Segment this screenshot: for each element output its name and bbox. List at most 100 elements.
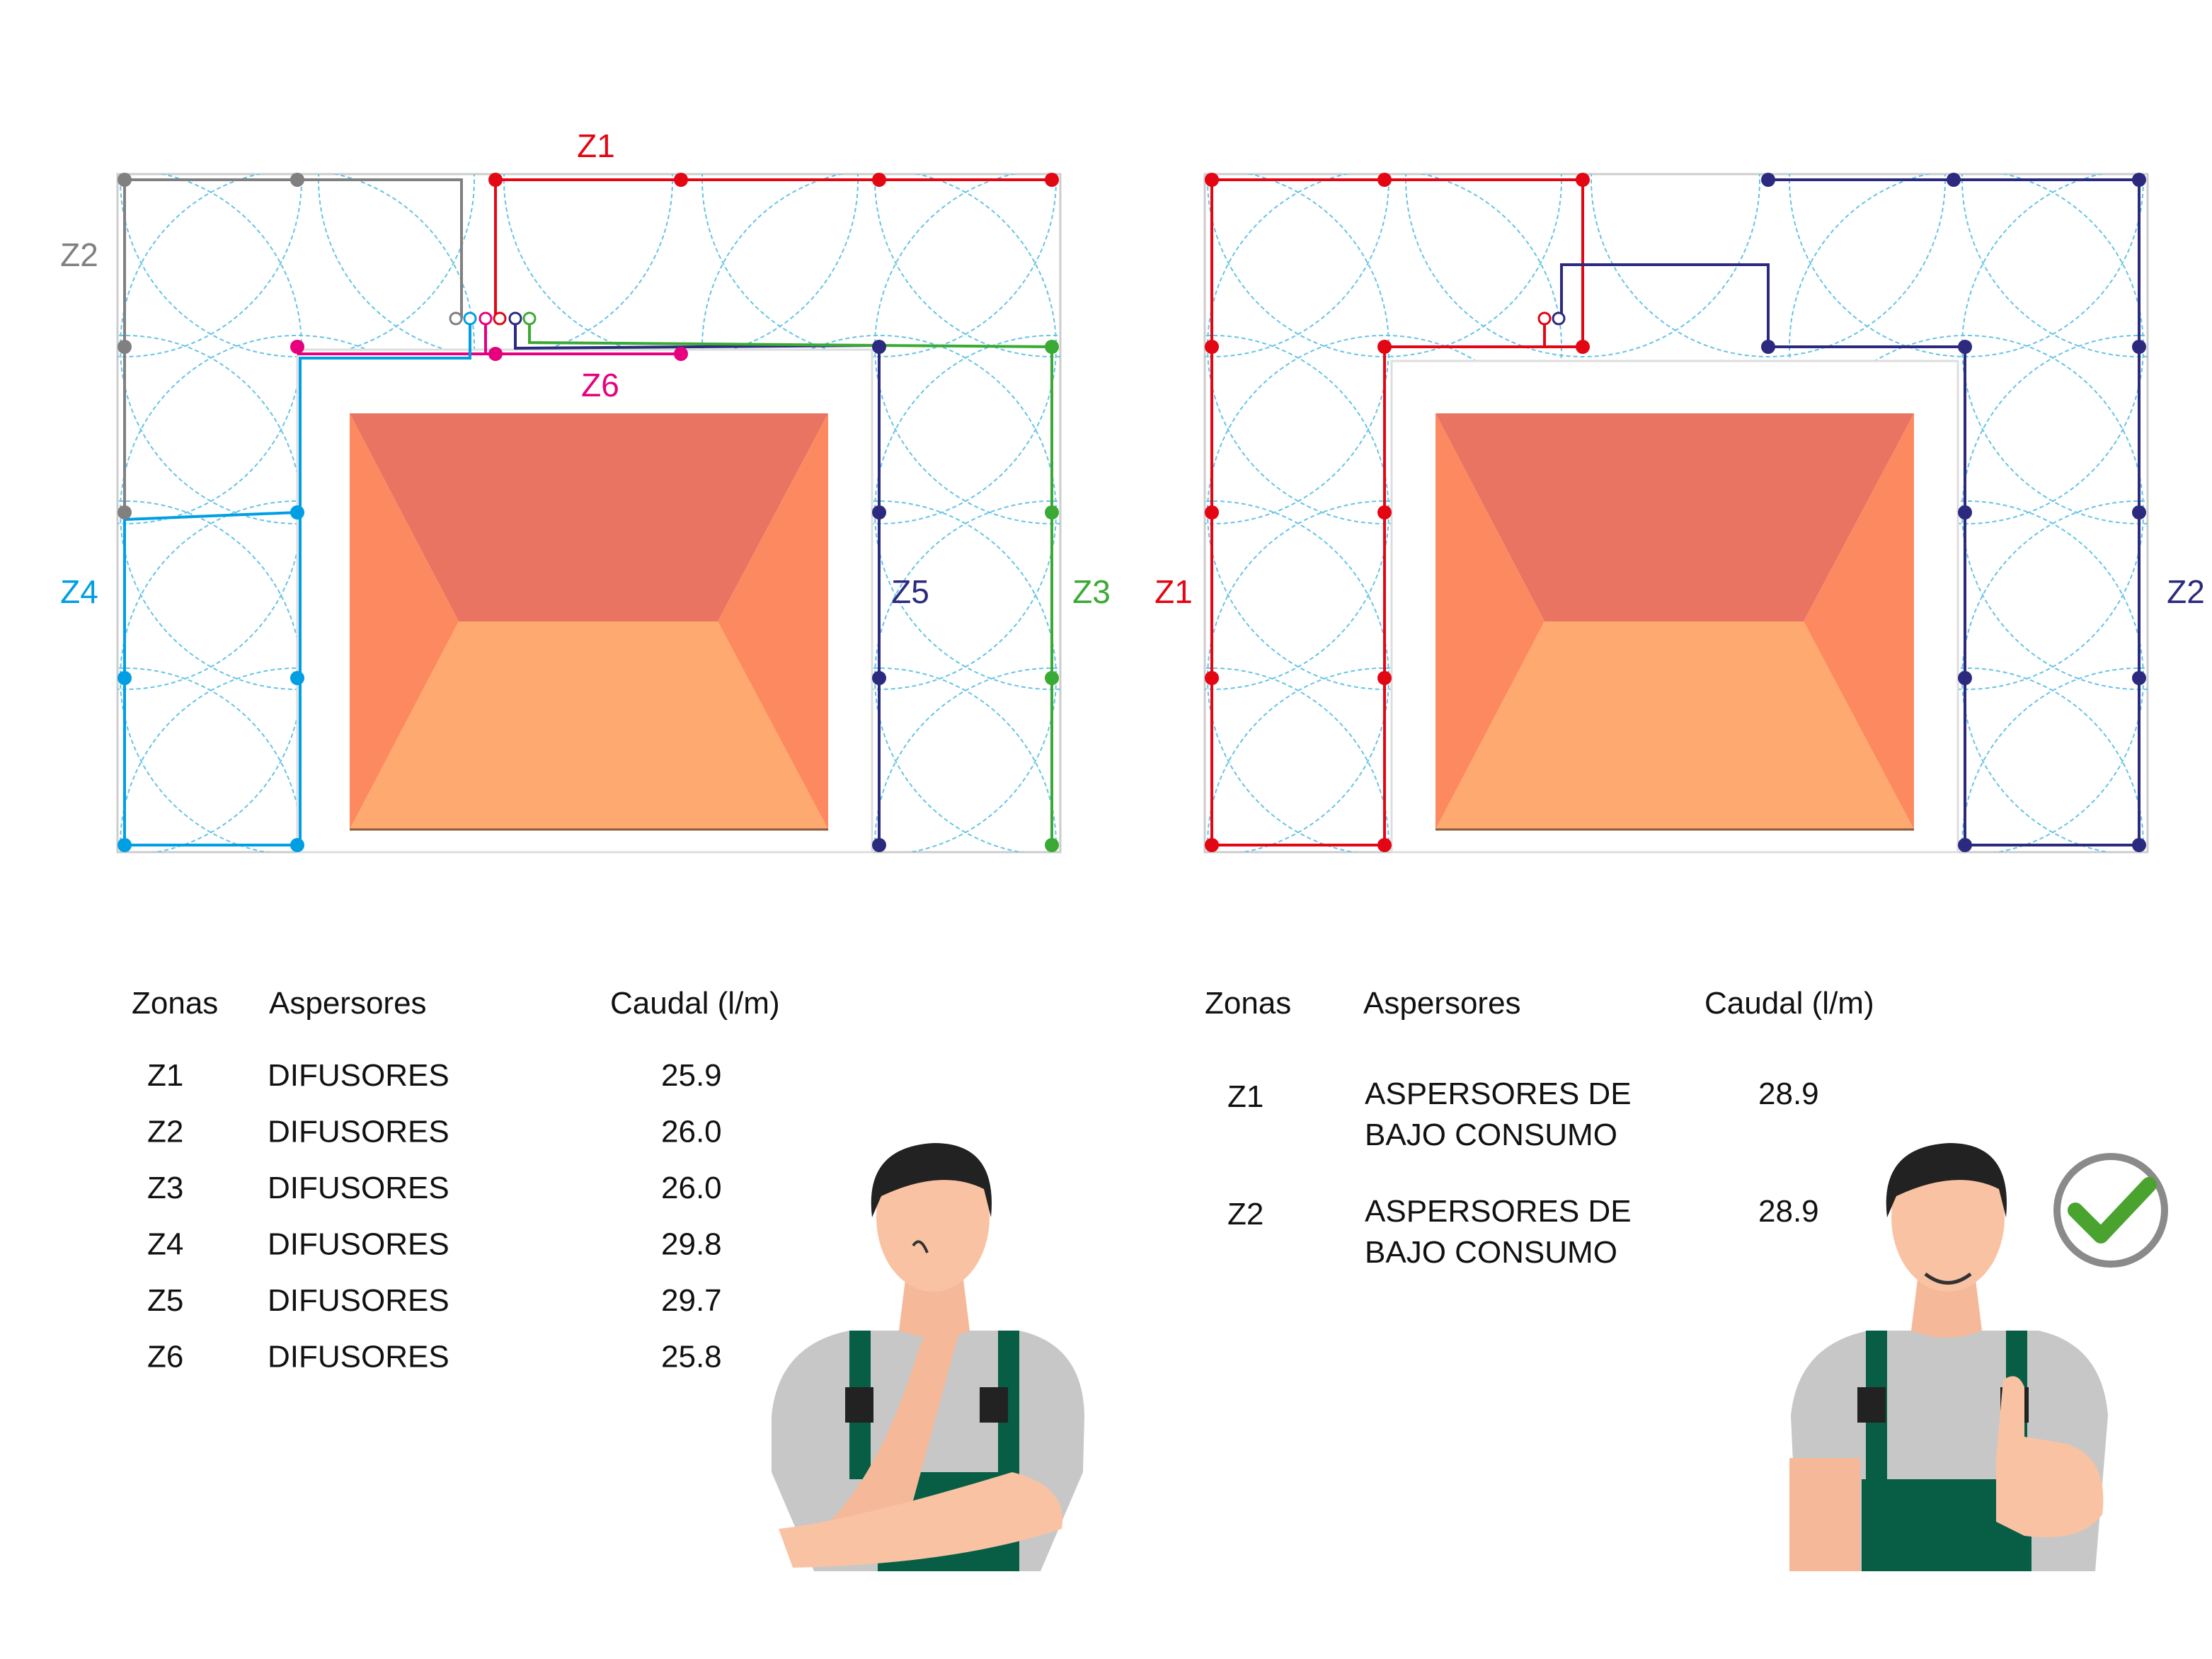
zone-z5-pipe <box>514 318 881 845</box>
thinking-worker-illustration <box>772 1143 1084 1571</box>
header-sprinklers: Aspersores <box>269 986 427 1021</box>
sprinkler-z2 <box>118 173 132 187</box>
row-zone: Z4 <box>147 1227 183 1262</box>
row-zone: Z2 <box>1227 1197 1263 1232</box>
row-type: DIFUSORES <box>268 1115 449 1149</box>
sprinkler-z4 <box>118 671 132 685</box>
sprinkler-z5 <box>2132 505 2146 519</box>
sprinkler-z2 <box>290 173 304 187</box>
sprinkler-z5 <box>2132 340 2146 354</box>
plan-left: Z1 Z2 Z6 Z4 Z5 Z3 <box>60 127 1111 854</box>
sprinkler-z5 <box>1958 505 1972 519</box>
check-circle-icon <box>2053 1153 2168 1268</box>
table-row: Z2 ASPERSORES DE BAJO CONSUMO 28.9 <box>1227 1194 1819 1270</box>
sprinkler-z1 <box>1377 838 1392 852</box>
row-type-line1: ASPERSORES DE <box>1365 1194 1632 1229</box>
row-flow: 29.8 <box>661 1227 722 1262</box>
sprinkler-z1 <box>1377 505 1392 519</box>
row-type: DIFUSORES <box>268 1340 449 1374</box>
sprinkler-z5 <box>1761 340 1775 354</box>
row-flow: 28.9 <box>1758 1194 1819 1229</box>
sprinkler-z1 <box>1377 173 1392 187</box>
sprinkler-z5 <box>2132 173 2146 187</box>
row-flow: 25.8 <box>661 1340 722 1374</box>
header-flow: Caudal (l/m) <box>1704 986 1874 1021</box>
valve-manifold <box>1537 311 1566 326</box>
sprinkler-z3 <box>1045 671 1059 685</box>
sprinkler-z5 <box>872 505 886 519</box>
zone-z3-pipe <box>528 318 1053 845</box>
sprinkler-z1 <box>1045 173 1059 187</box>
sprinkler-z3 <box>1045 340 1059 354</box>
sprinkler-z4 <box>290 671 304 685</box>
sprinkler-z5 <box>872 671 886 685</box>
sprinkler-z1 <box>674 173 688 187</box>
zone-label-z2: Z2 <box>2167 573 2205 610</box>
sprinkler-z5 <box>1958 671 1972 685</box>
thumbs-up-worker-illustration <box>1789 1143 2108 1571</box>
sprinkler-z3 <box>1045 838 1059 852</box>
table-row: Z4 DIFUSORES 29.8 <box>147 1227 722 1262</box>
sprinkler-z4 <box>118 838 132 852</box>
row-type-line2: BAJO CONSUMO <box>1365 1235 1617 1270</box>
zone-label-z1: Z1 <box>1154 573 1193 610</box>
sprinkler-z5 <box>1761 173 1775 187</box>
row-zone: Z3 <box>147 1171 183 1205</box>
row-type: DIFUSORES <box>268 1171 449 1205</box>
sprinkler-z5 <box>2132 838 2146 852</box>
row-type: DIFUSORES <box>268 1058 449 1093</box>
row-type-line2: BAJO CONSUMO <box>1365 1118 1617 1152</box>
sprinkler-z1 <box>488 173 503 187</box>
row-zone: Z2 <box>147 1115 183 1149</box>
sprinkler-z4 <box>290 838 304 852</box>
sprinkler-z5 <box>1947 173 1961 187</box>
header-sprinklers: Aspersores <box>1363 986 1521 1021</box>
table-row: Z1 ASPERSORES DE BAJO CONSUMO 28.9 <box>1227 1077 1819 1152</box>
valve-manifold <box>449 311 537 326</box>
sprinkler-z1 <box>1205 173 1219 187</box>
roof <box>1435 413 1914 831</box>
row-flow: 26.0 <box>661 1115 722 1149</box>
row-flow: 26.0 <box>661 1171 722 1205</box>
table-row: Z3 DIFUSORES 26.0 <box>147 1171 722 1205</box>
sprinkler-z1 <box>1377 340 1392 354</box>
sprinkler-z1 <box>1576 173 1590 187</box>
sprinkler-z1 <box>1576 340 1590 354</box>
sprinkler-z3 <box>1045 505 1059 519</box>
header-flow: Caudal (l/m) <box>610 986 780 1021</box>
row-zone: Z1 <box>147 1058 183 1093</box>
sprinkler-z1 <box>1377 671 1392 685</box>
zone-label-z1: Z1 <box>577 127 615 164</box>
zone-z1-pipe <box>494 178 1052 318</box>
sprinkler-z6 <box>290 340 304 354</box>
zone-label-z4: Z4 <box>60 573 98 610</box>
sprinkler-z6 <box>488 347 503 361</box>
sprinkler-z1 <box>1205 340 1219 354</box>
header-zones: Zonas <box>1205 986 1291 1021</box>
row-flow: 29.7 <box>661 1283 722 1318</box>
row-type: DIFUSORES <box>268 1227 449 1262</box>
sprinkler-z2 <box>118 340 132 354</box>
sprinkler-z5 <box>872 340 886 354</box>
sprinkler-z1 <box>872 173 886 187</box>
zone-label-z5: Z5 <box>891 573 929 610</box>
sprinkler-z5 <box>2132 671 2146 685</box>
row-flow: 28.9 <box>1758 1077 1819 1111</box>
sprinkler-z5 <box>1958 838 1972 852</box>
sprinkler-z5 <box>1958 340 1972 354</box>
zone-label-z2: Z2 <box>60 236 98 273</box>
sprinkler-z2 <box>118 505 132 519</box>
sprinkler-z5 <box>872 838 886 852</box>
sprinkler-z1 <box>1205 505 1219 519</box>
sprinkler-z1 <box>1205 671 1219 685</box>
row-zone: Z6 <box>147 1340 183 1374</box>
row-zone: Z5 <box>147 1283 183 1318</box>
row-type-line1: ASPERSORES DE <box>1365 1077 1632 1111</box>
zone-label-z6: Z6 <box>581 367 619 403</box>
table-right: Zonas Aspersores Caudal (l/m) Z1 ASPERSO… <box>1205 986 1874 1270</box>
roof <box>350 413 828 831</box>
